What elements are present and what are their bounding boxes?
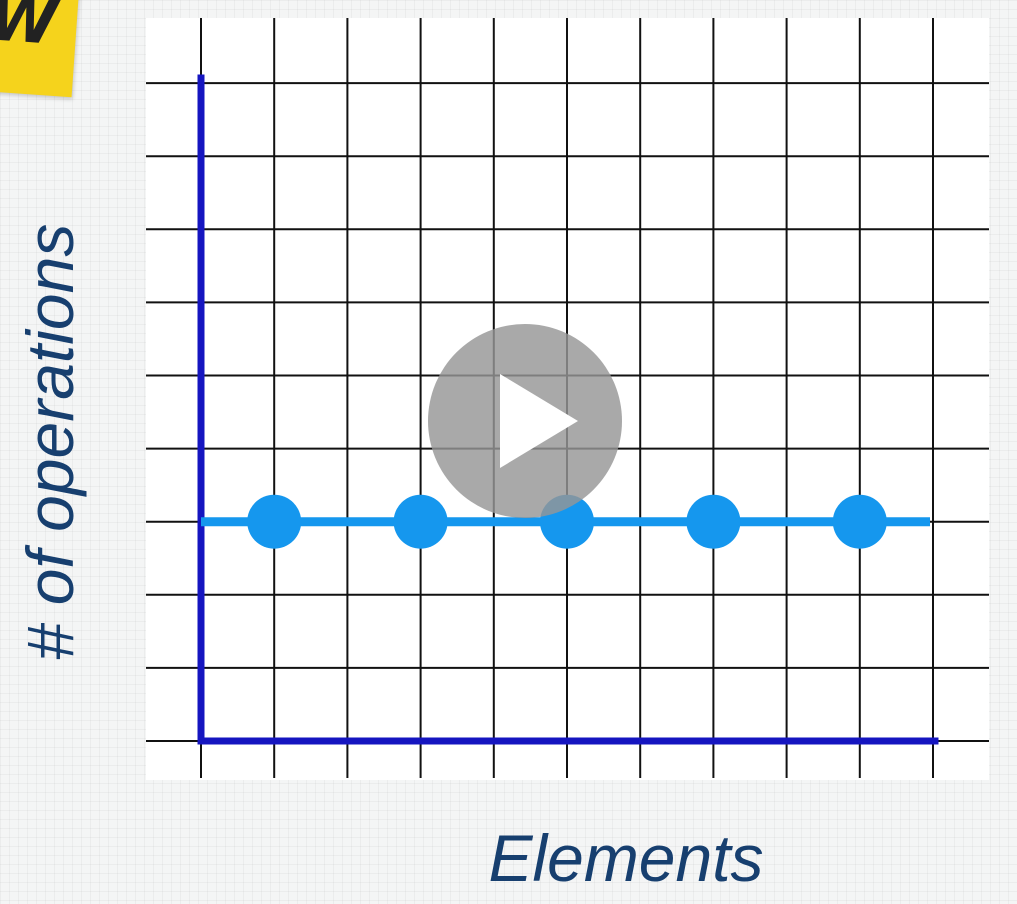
data-point: [393, 494, 448, 549]
play-button[interactable]: [428, 324, 622, 518]
data-point: [686, 494, 741, 549]
play-icon: [500, 374, 578, 468]
axes: [197, 74, 939, 745]
data-point: [832, 494, 887, 549]
data-point: [247, 494, 302, 549]
series-layer: [201, 494, 930, 549]
y-axis-label: # of operations: [13, 223, 87, 661]
x-axis-label: Elements: [488, 821, 764, 895]
